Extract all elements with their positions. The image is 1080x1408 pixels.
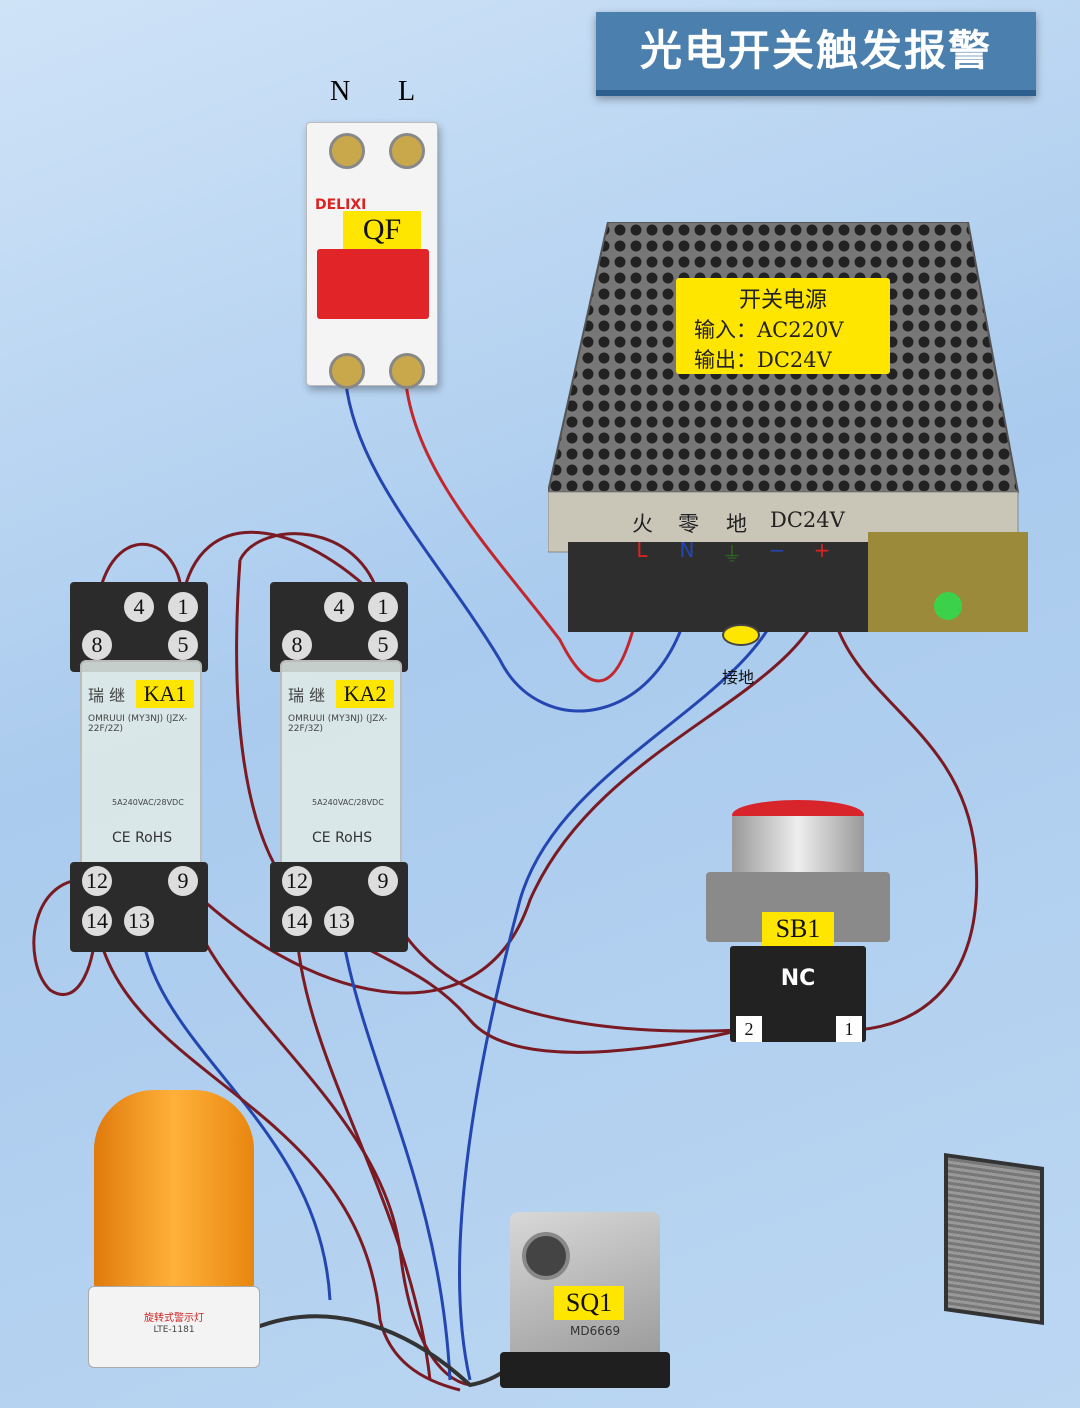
relay-ka1-term-14: 14 [82, 906, 112, 936]
sensor-tag-sq1: SQ1 [554, 1286, 624, 1320]
terminal-label-n: N [330, 76, 351, 107]
lamp-plate-title: 旋转式警示灯 [144, 1313, 204, 1324]
circuit-breaker: DELIXI QF [306, 122, 438, 389]
relay-ka1-term-5: 5 [168, 630, 198, 660]
psu-header-live: 火 [632, 512, 653, 536]
button-term-1: 1 [836, 1016, 862, 1042]
button-bezel [732, 816, 864, 872]
relay-ka1: KA1 瑞 继 OMRUUI (MY3NJ) (JZX-22F/2Z) 5A24… [70, 582, 208, 952]
relay-ka1-tag: KA1 [136, 680, 194, 708]
relay-ka2-cover: KA2 瑞 继 OMRUUI (MY3NJ) (JZX-22F/3Z) 5A24… [280, 660, 402, 878]
button-tag-sb1: SB1 [762, 912, 834, 946]
wire-ka1-13-to-lamp [138, 919, 332, 1301]
breaker-toggle[interactable] [317, 249, 429, 319]
psu-terminal-ground: ⏚ [722, 542, 742, 566]
ground-symbol-icon [722, 624, 760, 646]
relay-ka1-rating: 5A240VAC/28VDC [112, 798, 184, 807]
relay-ka2-term-8: 8 [282, 630, 312, 660]
wire-ka2-14 [294, 919, 432, 1381]
relay-ka1-term-4: 4 [124, 592, 154, 622]
wire-ka2-top [235, 532, 741, 1054]
title-banner: 光电开关触发报警 [596, 12, 1036, 96]
button-term-2: 2 [736, 1016, 762, 1042]
wire-ka1-to-ka2 [180, 531, 382, 602]
lamp-base: 旋转式警示灯 LTE-1181 [88, 1286, 260, 1368]
reflector-plate [944, 1152, 1044, 1326]
breaker-terminal-out-l [389, 353, 425, 389]
relay-ka2-term-4: 4 [324, 592, 354, 622]
relay-ka2-term-1: 1 [368, 592, 398, 622]
breaker-tag-qf: QF [343, 211, 421, 249]
relay-ka2-brand: 瑞 继 [288, 686, 326, 705]
relay-ka1-cover: KA1 瑞 继 OMRUUI (MY3NJ) (JZX-22F/2Z) 5A24… [80, 660, 202, 878]
relay-ka1-brand: 瑞 继 [88, 686, 126, 705]
relay-ka1-term-12: 12 [82, 866, 112, 896]
wire-neutral-breaker-psu [343, 371, 692, 713]
sensor-model: MD6669 [570, 1324, 621, 1338]
relay-ka2-term-5: 5 [368, 630, 398, 660]
relay-ka2-term-13: 13 [324, 906, 354, 936]
relay-ka1-term-13: 13 [124, 906, 154, 936]
switching-power-supply: 开关电源 输入：AC220V 输出：DC24V 火 零 地 DC24V L N … [548, 222, 1034, 646]
wire-ka1-9-to-sensor [180, 879, 471, 1387]
lamp-dome [94, 1090, 254, 1290]
breaker-terminal-l [389, 133, 425, 169]
relay-ka1-model: OMRUUI (MY3NJ) (JZX-22F/2Z) [88, 714, 188, 734]
relay-ka2-rating: 5A240VAC/28VDC [312, 798, 384, 807]
psu-spec-label: 开关电源 输入：AC220V 输出：DC24V [676, 278, 890, 374]
relay-ka2: KA2 瑞 继 OMRUUI (MY3NJ) (JZX-22F/3Z) 5A24… [270, 582, 408, 952]
wire-live-breaker-psu [403, 371, 642, 683]
lamp-plate-model: LTE-1181 [153, 1325, 195, 1335]
sensor-lens-icon [522, 1232, 570, 1280]
relay-ka2-cert: CE RoHS [312, 830, 373, 846]
psu-label-output: 输出：DC24V [694, 348, 832, 372]
psu-terminal-labels: L N ⏚ − + [622, 538, 842, 566]
relay-ka2-term-9: 9 [368, 866, 398, 896]
page-title: 光电开关触发报警 [639, 26, 992, 75]
wire-ka2-13-to-sensor [338, 919, 452, 1381]
psu-header-ground: 地 [726, 512, 747, 536]
button-contact-type: NC [780, 966, 816, 991]
breaker-terminal-n [329, 133, 365, 169]
photoelectric-sensor-sq1: SQ1 MD6669 [500, 1212, 670, 1392]
ground-label: 接地 [722, 668, 755, 687]
relay-ka1-cert: CE RoHS [112, 830, 173, 846]
wire-minus-to-sensor [458, 589, 787, 1381]
psu-header-neutral: 零 [678, 512, 699, 536]
relay-ka2-tag: KA2 [336, 680, 394, 708]
breaker-terminal-out-n [329, 353, 365, 389]
wire-plus-to-sb1 [826, 589, 979, 1032]
wire-ka2-9-to-sb1 [380, 879, 741, 1033]
relay-ka2-term-14: 14 [282, 906, 312, 936]
wire-ka1-12-loop [32, 877, 98, 997]
relay-ka1-term-8: 8 [82, 630, 112, 660]
psu-terminal-n: N [679, 538, 695, 562]
psu-terminal-l: L [636, 538, 648, 562]
push-button-sb1: SB1 NC 2 1 [706, 800, 890, 1046]
sensor-bracket [500, 1352, 670, 1388]
relay-ka2-model: OMRUUI (MY3NJ) (JZX-22F/3Z) [288, 714, 388, 734]
psu-label-title: 开关电源 [738, 288, 827, 313]
relay-ka1-term-9: 9 [168, 866, 198, 896]
wire-ka1-14-to-lamp [94, 919, 461, 1392]
psu-label-input: 输入：AC220V [694, 318, 844, 342]
relay-ka2-term-12: 12 [282, 866, 312, 896]
wire-plus-to-ka1-9 [180, 589, 830, 995]
relay-ka1-term-1: 1 [168, 592, 198, 622]
psu-header-dc24v: DC24V [770, 508, 845, 532]
breaker-brand: DELIXI [315, 197, 367, 213]
psu-terminal-minus: − [768, 538, 786, 562]
psu-terminal-plus: + [813, 538, 831, 562]
terminal-label-l: L [398, 76, 416, 107]
rotating-warning-lamp: 旋转式警示灯 LTE-1181 [88, 1090, 260, 1390]
